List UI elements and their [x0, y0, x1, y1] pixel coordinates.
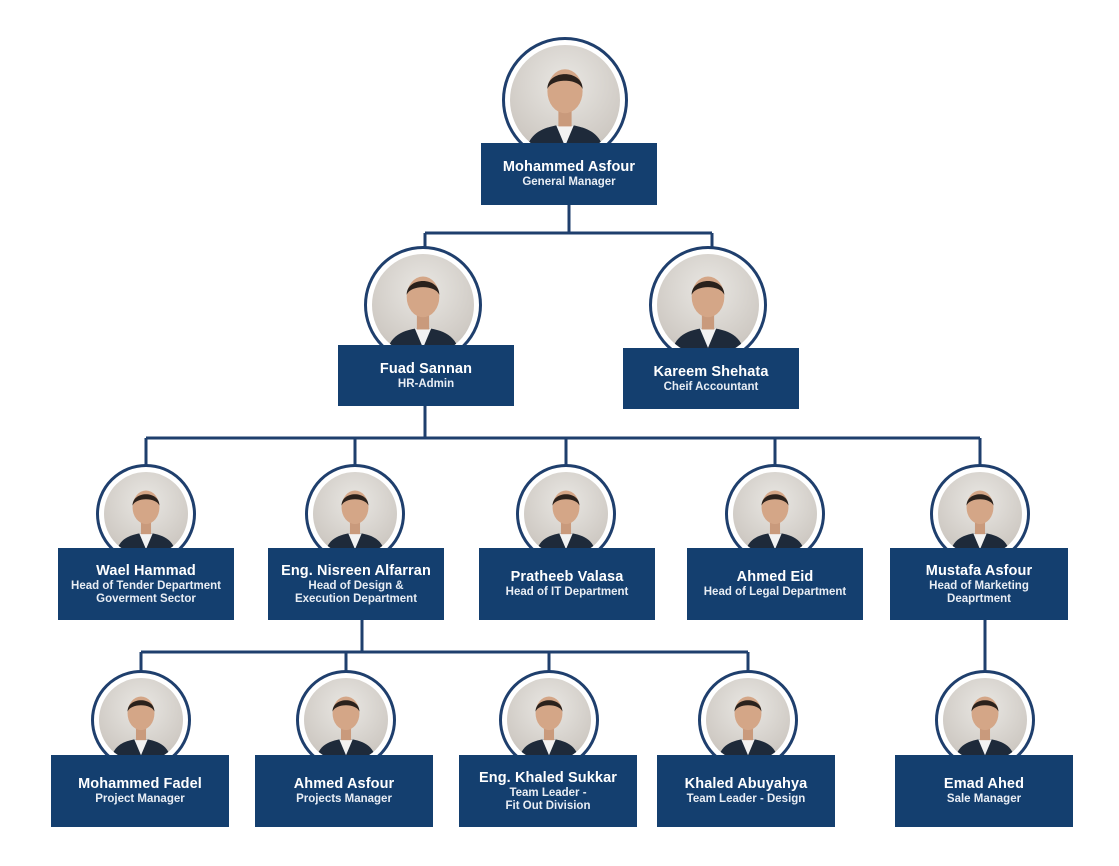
person-photo-icon: [296, 670, 396, 770]
person-photo-icon: [516, 464, 616, 564]
name-card: Fuad Sannan HR-Admin: [338, 345, 514, 406]
name-card: Mohammed Fadel Project Manager: [51, 755, 229, 827]
person-role: Projects Manager: [296, 793, 392, 805]
person-role: Head of Marketing Deaprtment: [929, 579, 1029, 605]
name-card: Ahmed Eid Head of Legal Department: [687, 548, 863, 620]
person-name: Eng. Khaled Sukkar: [479, 769, 617, 786]
name-card: Eng. Nisreen Alfarran Head of Design & E…: [268, 548, 444, 620]
person-role: Head of Legal Department: [703, 586, 847, 598]
name-card: Eng. Khaled Sukkar Team Leader - Fit Out…: [459, 755, 637, 827]
name-card: Kareem Shehata Cheif Accountant: [623, 348, 799, 409]
person-role: Sale Manager: [946, 793, 1022, 805]
person-role: Team Leader - Design: [686, 793, 806, 805]
person-name: Kareem Shehata: [653, 363, 769, 380]
name-card: Pratheeb Valasa Head of IT Department: [479, 548, 655, 620]
person-name: Mohammed Fadel: [78, 776, 202, 792]
person-role: General Manager: [522, 176, 616, 188]
person-photo-icon: [305, 464, 405, 564]
person-role: Head of IT Department: [505, 586, 629, 598]
person-name: Eng. Nisreen Alfarran: [281, 562, 431, 579]
person-name: Ahmed Asfour: [293, 776, 395, 792]
person-name: Pratheeb Valasa: [510, 569, 624, 585]
person-name: Emad Ahed: [943, 776, 1025, 792]
person-photo-icon: [364, 246, 482, 364]
name-card: Wael Hammad Head of Tender Department Go…: [58, 548, 234, 620]
name-card: Mohammed Asfour General Manager: [481, 143, 657, 205]
person-photo-icon: [96, 464, 196, 564]
person-name: Khaled Abuyahya: [684, 776, 808, 792]
person-role: Cheif Accountant: [663, 380, 759, 393]
person-photo-icon: [935, 670, 1035, 770]
person-role: Head of Tender Department Goverment Sect…: [71, 579, 221, 605]
person-role: HR-Admin: [397, 377, 455, 390]
name-card: Emad Ahed Sale Manager: [895, 755, 1073, 827]
person-photo-icon: [91, 670, 191, 770]
person-name: Wael Hammad: [96, 562, 196, 579]
person-name: Fuad Sannan: [379, 360, 473, 377]
person-photo-icon: [698, 670, 798, 770]
person-role: Head of Design & Execution Department: [294, 579, 418, 605]
name-card: Ahmed Asfour Projects Manager: [255, 755, 433, 827]
person-role: Team Leader - Fit Out Division: [505, 786, 591, 812]
person-name: Mohammed Asfour: [502, 159, 636, 175]
person-photo-icon: [499, 670, 599, 770]
person-photo-icon: [649, 246, 767, 364]
name-card: Khaled Abuyahya Team Leader - Design: [657, 755, 835, 827]
name-card: Mustafa Asfour Head of Marketing Deaprtm…: [890, 548, 1068, 620]
person-name: Mustafa Asfour: [925, 562, 1033, 579]
person-name: Ahmed Eid: [736, 569, 814, 585]
person-role: Project Manager: [95, 793, 185, 805]
